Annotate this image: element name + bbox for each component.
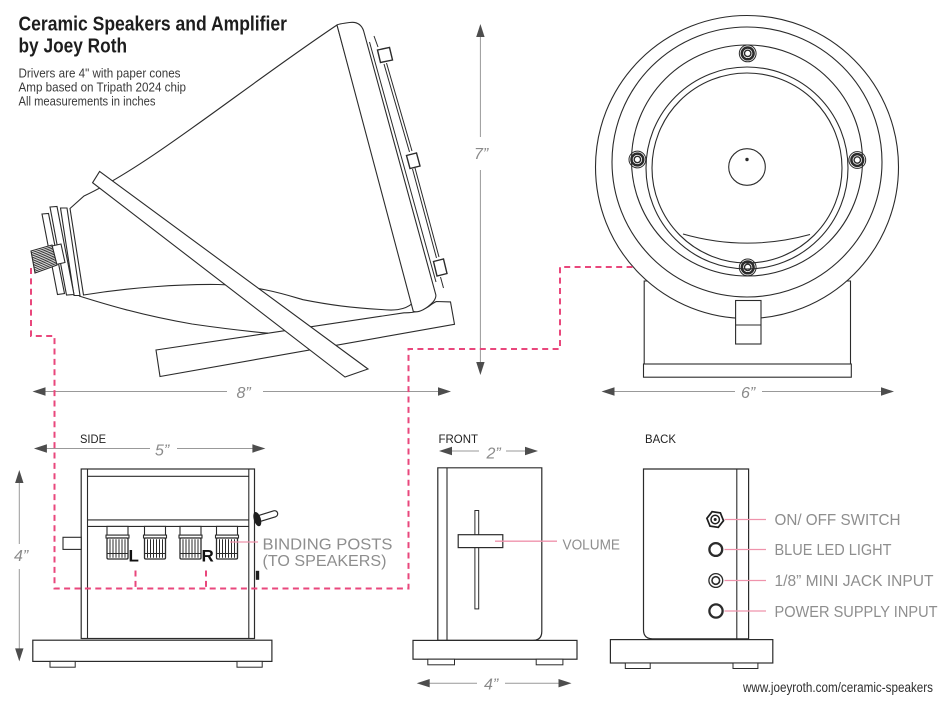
svg-text:2”: 2” — [486, 446, 502, 463]
svg-text:4”: 4” — [484, 677, 499, 694]
svg-text:Amp based on Tripath 2024 chip: Amp based on Tripath 2024 chip — [19, 81, 187, 95]
svg-text:L: L — [129, 547, 139, 566]
svg-text:by Joey Roth: by Joey Roth — [19, 35, 128, 58]
svg-text:All measurements in inches: All measurements in inches — [19, 95, 156, 109]
svg-text:R: R — [202, 547, 214, 566]
svg-text:Ceramic Speakers and Amplifier: Ceramic Speakers and Amplifier — [19, 13, 288, 36]
svg-text:VOLUME: VOLUME — [563, 537, 621, 554]
svg-text:POWER SUPPLY INPUT: POWER SUPPLY INPUT — [775, 604, 939, 621]
svg-text:BLUE LED LIGHT: BLUE LED LIGHT — [775, 542, 892, 559]
svg-text:7”: 7” — [474, 146, 489, 163]
svg-text:5”: 5” — [155, 443, 170, 460]
svg-text:8”: 8” — [237, 385, 252, 402]
svg-text:www.joeyroth.com/ceramic-speak: www.joeyroth.com/ceramic-speakers — [742, 680, 933, 695]
svg-text:4”: 4” — [14, 548, 29, 565]
svg-text:6”: 6” — [741, 385, 756, 402]
svg-text:1/8” MINI JACK INPUT: 1/8” MINI JACK INPUT — [775, 573, 935, 590]
svg-text:BACK: BACK — [645, 434, 676, 446]
svg-text:(TO SPEAKERS): (TO SPEAKERS) — [263, 553, 387, 570]
svg-text:FRONT: FRONT — [439, 434, 479, 446]
svg-text:Drivers are 4" with paper cone: Drivers are 4" with paper cones — [19, 67, 181, 81]
svg-text:ON/ OFF SWITCH: ON/ OFF SWITCH — [775, 512, 901, 529]
svg-text:BINDING POSTS: BINDING POSTS — [263, 537, 393, 554]
svg-text:SIDE: SIDE — [80, 434, 106, 446]
